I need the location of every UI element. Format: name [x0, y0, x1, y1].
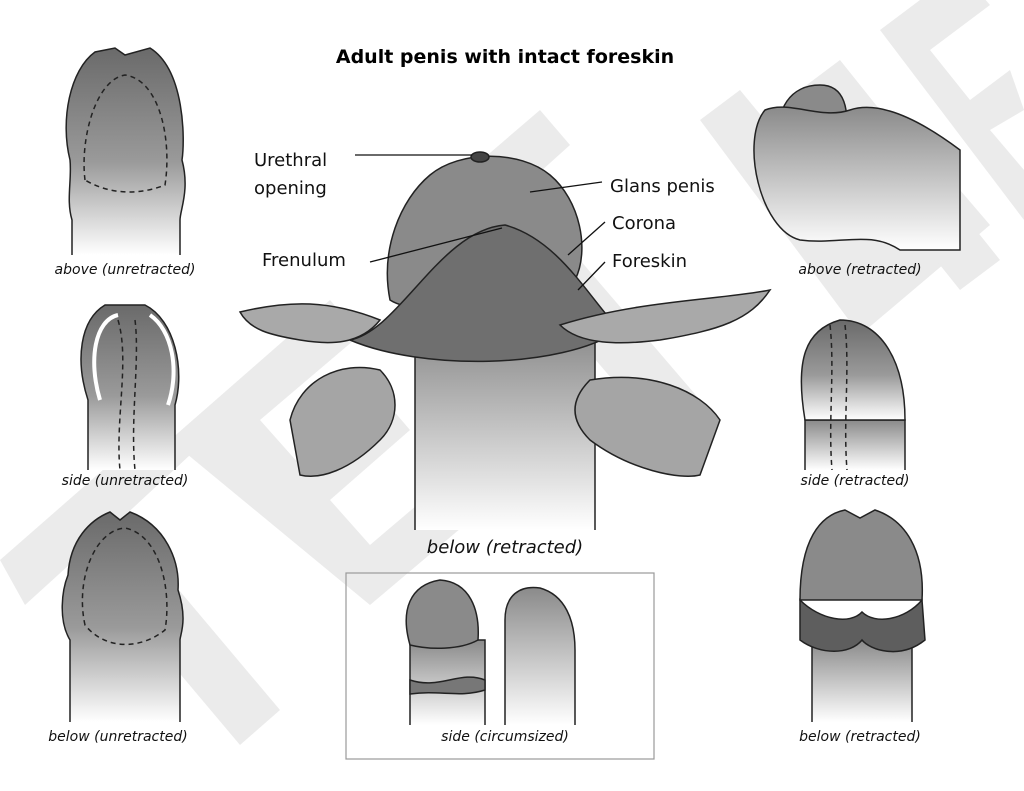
page-title: Adult penis with intact foreskin	[335, 46, 675, 68]
label-frenulum: Frenulum	[262, 250, 346, 271]
label-opening: opening	[254, 178, 327, 199]
leader-lines	[355, 154, 606, 291]
figure-below-retracted	[799, 509, 926, 722]
caption-above-retracted: above (retracted)	[798, 262, 922, 278]
figure-above-unretracted	[65, 47, 186, 255]
figure-below-unretracted	[61, 511, 184, 722]
caption-below-retracted: below (retracted)	[799, 729, 921, 745]
circumcised-box	[345, 572, 655, 760]
caption-side-unretracted: side (unretracted)	[61, 473, 189, 489]
figure-above-retracted	[753, 84, 961, 251]
label-foreskin: Foreskin	[612, 251, 688, 272]
figure-side-unretracted	[80, 304, 180, 471]
caption-above-unretracted: above (unretracted)	[54, 262, 196, 278]
caption-below-unretracted: below (unretracted)	[48, 729, 188, 745]
label-urethral: Urethral	[254, 150, 328, 171]
figure-main-below-retracted	[238, 151, 772, 530]
figure-side-circumcised	[405, 579, 576, 725]
caption-side-retracted: side (retracted)	[800, 473, 910, 489]
figure-side-retracted	[800, 319, 906, 471]
caption-below-retracted-main: below (retracted)	[426, 537, 584, 558]
label-corona: Corona	[612, 213, 677, 234]
label-glans-penis: Glans penis	[610, 176, 715, 197]
caption-side-circumcised: side (circumsized)	[441, 729, 569, 745]
